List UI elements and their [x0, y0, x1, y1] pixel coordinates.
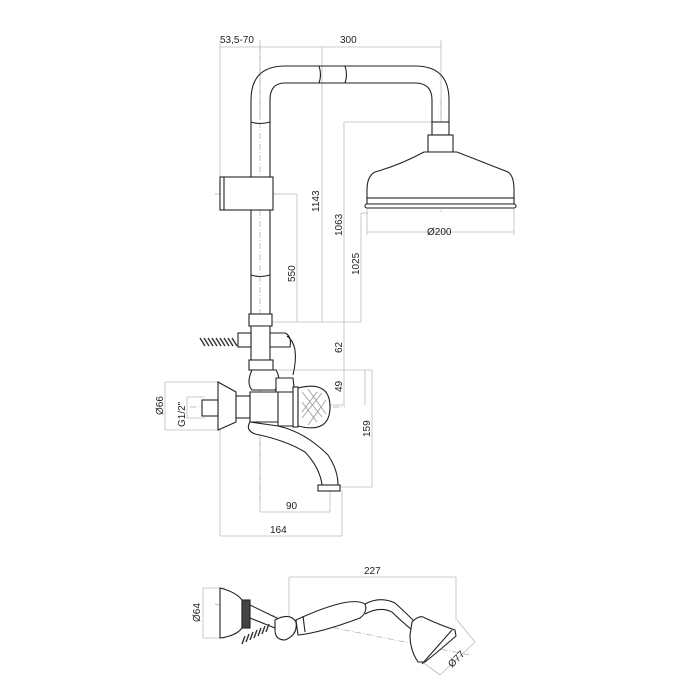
hand-shower — [219, 587, 457, 665]
spout — [247, 421, 339, 486]
bath-mixer — [199, 313, 341, 492]
diverter-handle — [269, 332, 291, 348]
hose-connector — [237, 332, 252, 348]
overhead-shower-head — [364, 121, 517, 209]
label-head-height: 1063 — [334, 213, 345, 236]
label-inlet-diameter: Ø66 — [155, 396, 166, 415]
label-diverter-offset: 62 — [334, 341, 345, 353]
dimension-lines — [164, 40, 515, 676]
label-total-depth: 164 — [270, 525, 287, 536]
label-head-bottom-height: 1025 — [351, 252, 362, 275]
label-spout-reach: 90 — [286, 501, 298, 512]
slider-clamp — [219, 176, 274, 211]
label-hand-shower-length: 227 — [364, 566, 381, 577]
label-head-diameter: Ø200 — [427, 227, 452, 238]
label-handle-offset: 49 — [334, 380, 345, 392]
dimension-labels: 53,5-70 300 Ø200 1143 1063 1025 550 62 4… — [155, 35, 468, 670]
inlet-nut — [201, 399, 219, 417]
wall-holder — [219, 587, 243, 639]
label-total-height: 1143 — [311, 190, 322, 212]
label-thread: G1/2" — [177, 401, 188, 427]
label-slider-height: 550 — [287, 265, 298, 282]
wall-flange — [217, 381, 237, 431]
label-spout-drop: 159 — [362, 420, 373, 437]
hand-shower-head — [409, 616, 457, 663]
label-wall-offset: 53,5-70 — [220, 35, 254, 46]
shower-riser — [219, 65, 450, 315]
label-arm-length: 300 — [340, 35, 357, 46]
hose-icon — [199, 337, 238, 347]
label-holder-diameter: Ø64 — [192, 603, 203, 622]
